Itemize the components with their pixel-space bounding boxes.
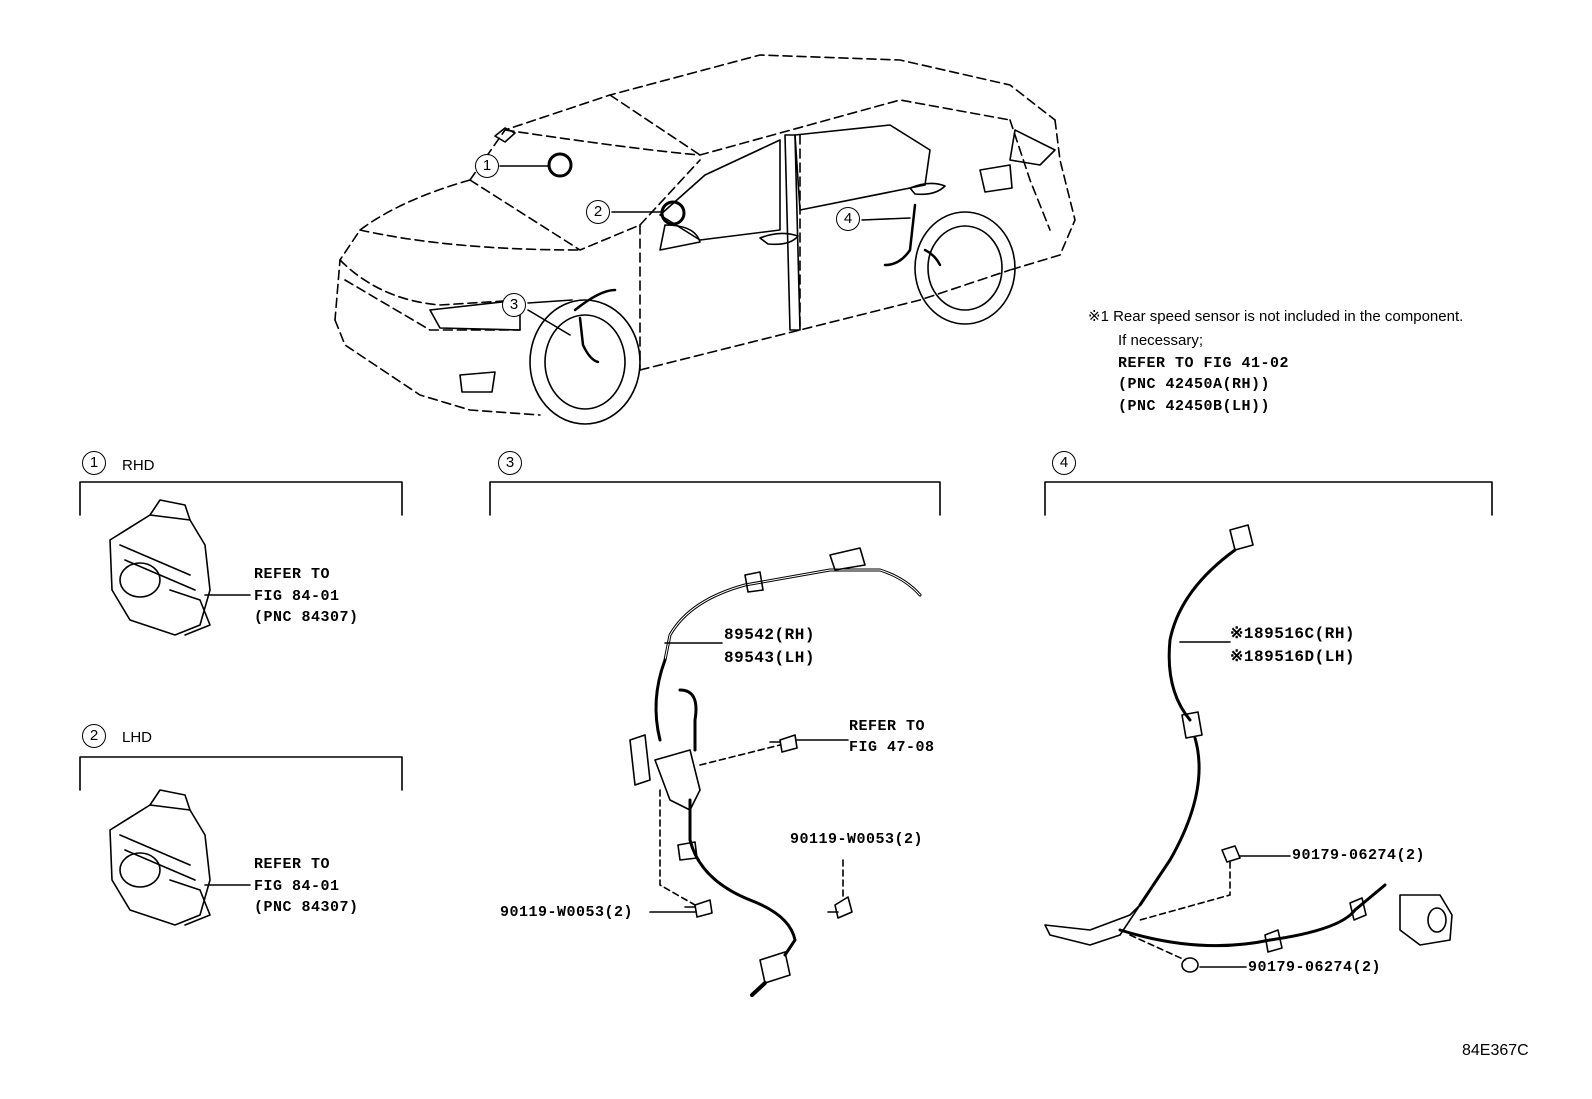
clock-spring-part-2 [109,789,251,926]
part3-refer-line-1: REFER TO [849,718,926,735]
note-line-2: If necessary; [1118,332,1204,349]
part1-refer-line-3: (PNC 84307) [254,609,359,626]
part2-refer-line-2: FIG 84-01 [254,878,340,895]
section-2-number: 2 [82,724,106,748]
part4-clip-bottom-label: 90179-06274(2) [1248,959,1382,976]
section-4-number: 4 [1052,451,1076,475]
part3-refer-line-2: FIG 47-08 [849,739,935,756]
note-line-3: REFER TO FIG 41-02 [1118,355,1290,372]
car-illustration [334,54,1076,416]
part3-bolt-left-label: 90119-W0053(2) [500,904,634,921]
part4-clip-top-label: 90179-06274(2) [1292,847,1426,864]
callout-4: 4 [836,207,860,231]
section-brackets [79,481,1493,791]
callout-2: 2 [586,200,610,224]
figure-code: 84E367C [1462,1042,1529,1059]
rear-speed-sensor [1044,524,1453,973]
part4-sensor-lh: ※189516D(LH) [1230,648,1356,666]
note-line-5: (PNC 42450B(LH)) [1118,398,1271,415]
car-solid-details [429,124,1056,425]
part1-refer-line-2: FIG 84-01 [254,588,340,605]
part2-refer-line-3: (PNC 84307) [254,899,359,916]
section-2-side-label: LHD [122,729,153,746]
note-line-1: ※1 Rear speed sensor is not included in … [1088,308,1464,325]
front-speed-sensor [629,547,922,997]
part2-refer-line-1: REFER TO [254,856,331,873]
part4-sensor-rh: ※189516C(RH) [1230,625,1356,643]
section-1-side-label: RHD [122,457,155,474]
section-3-number: 3 [498,451,522,475]
part1-refer-line-1: REFER TO [254,566,331,583]
part3-sensor-lh: 89543(LH) [724,649,815,667]
note-line-4: (PNC 42450A(RH)) [1118,376,1271,393]
section-1-number: 1 [82,451,106,475]
callout-1: 1 [475,154,499,178]
part3-sensor-rh: 89542(RH) [724,626,815,644]
clock-spring-part-1 [109,499,251,636]
callout-3: 3 [502,293,526,317]
part3-bolt-right-label: 90119-W0053(2) [790,831,924,848]
